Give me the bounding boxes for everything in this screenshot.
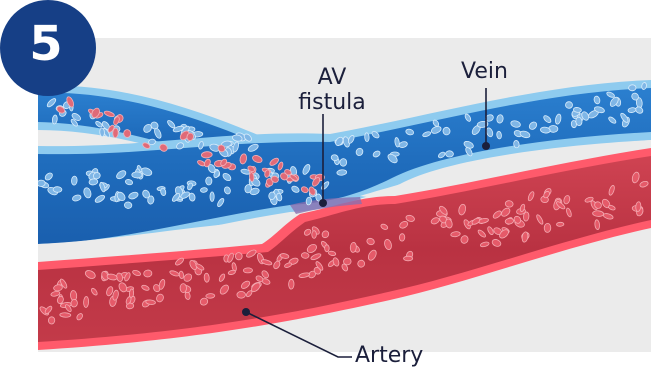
vein-blood-cell	[210, 192, 214, 202]
artery-blood-cell	[404, 256, 413, 261]
artery-blood-cell	[235, 252, 242, 260]
vein-blood-cell	[53, 186, 62, 192]
vein-blood-cell	[442, 127, 450, 136]
vein-blood-cell	[575, 117, 582, 126]
vein-red-blood-cell	[123, 129, 131, 137]
vein-blood-cell	[364, 133, 369, 142]
artery-blood-cell	[312, 231, 317, 239]
vein-blood-cell	[37, 180, 46, 187]
artery-blood-cell	[243, 268, 252, 273]
artery-blood-cell	[60, 313, 71, 318]
artery-blood-cell	[237, 291, 246, 298]
step-badge: 5	[0, 0, 96, 96]
vein-blood-cell	[337, 169, 347, 175]
artery-blood-cell	[83, 296, 89, 307]
artery-blood-cell	[325, 245, 330, 252]
vein-blood-cell	[340, 158, 348, 166]
vein-blood-cell	[132, 172, 142, 178]
vein-blood-cell	[206, 177, 212, 185]
artery-label: Artery	[355, 344, 423, 369]
artery-blood-cell	[70, 299, 78, 308]
artery-blood-cell	[505, 200, 514, 208]
artery-blood-cell	[556, 222, 564, 226]
artery-leader-dot	[242, 308, 250, 316]
av-fistula-label-line2: fistula	[296, 91, 368, 116]
artery-blood-cell	[289, 279, 295, 289]
vein-blood-cell	[147, 196, 154, 205]
artery-blood-cell	[180, 284, 187, 293]
av-fistula-leader-dot	[319, 199, 327, 207]
vein-blood-cell	[71, 176, 77, 185]
artery-blood-cell	[399, 234, 405, 242]
artery-blood-cell	[523, 212, 529, 222]
vein-label: Vein	[461, 60, 508, 85]
artery-blood-cell	[350, 242, 357, 252]
av-fistula-label-line1: AV	[296, 66, 368, 91]
artery-blood-cell	[48, 316, 55, 324]
vein-blood-cell	[99, 128, 104, 137]
vein-blood-cell	[89, 178, 98, 185]
vein-blood-cell	[445, 151, 453, 158]
vein-blood-cell	[565, 102, 572, 109]
vein-leader-dot	[482, 142, 490, 150]
av-fistula-label: AV fistula	[296, 66, 368, 115]
artery-blood-cell	[592, 210, 603, 216]
artery-blood-cell	[301, 252, 309, 258]
artery-blood-cell	[204, 273, 210, 282]
artery-blood-cell	[206, 293, 215, 298]
vein-red-blood-cell	[249, 172, 254, 181]
vein-blood-cell	[628, 85, 636, 92]
step-number: 5	[0, 16, 92, 72]
artery-blood-cell	[544, 223, 551, 232]
